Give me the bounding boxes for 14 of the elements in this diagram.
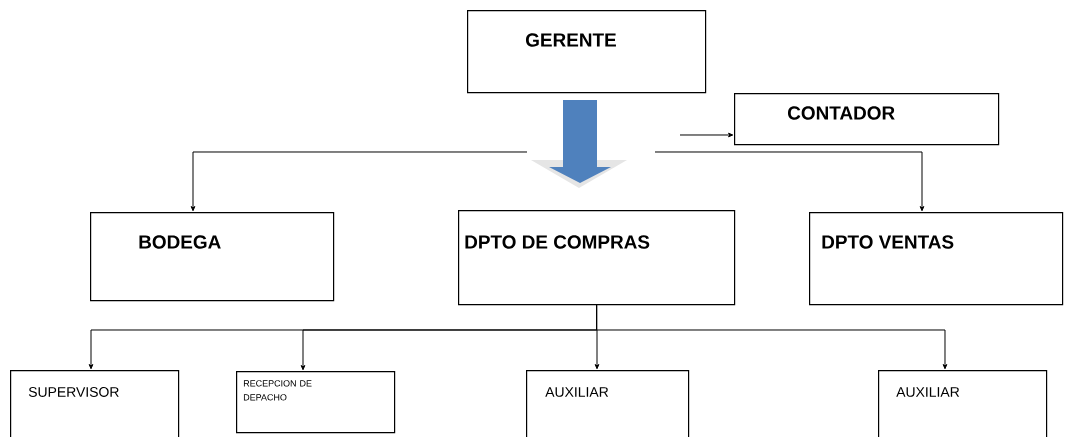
org-box: AUXILIAR	[878, 370, 1048, 437]
org-box: RECEPCION DE DEPACHO	[236, 371, 396, 434]
org-box: DPTO DE COMPRAS	[458, 210, 736, 306]
org-box: AUXILIAR	[526, 370, 690, 437]
block-arrow	[531, 100, 627, 188]
org-box: BODEGA	[90, 212, 335, 302]
org-box: CONTADOR	[734, 93, 1000, 146]
connector-arrow	[654, 151, 925, 212]
org-box: SUPERVISOR	[10, 370, 180, 437]
org-box: GERENTE	[467, 10, 707, 94]
org-box: DPTO VENTAS	[809, 212, 1064, 306]
connector-arrow	[190, 151, 528, 212]
connector-arrow	[596, 304, 948, 370]
arrow	[679, 132, 734, 138]
